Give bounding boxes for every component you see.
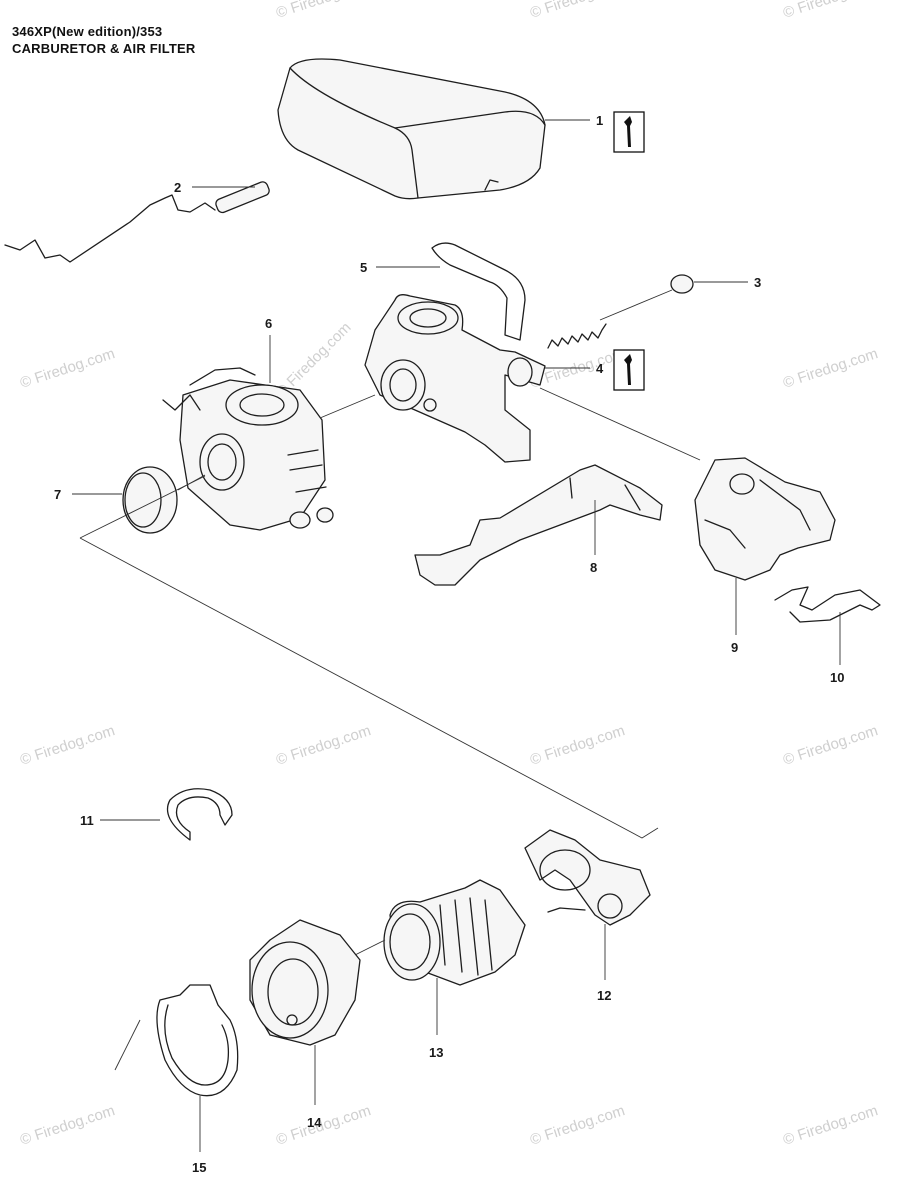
wrench-icon (624, 116, 632, 147)
watermark: © Firedog.com (781, 0, 880, 22)
watermark: © Firedog.com (274, 0, 373, 22)
watermark: © Firedog.com (274, 1102, 373, 1149)
choke-rod[interactable] (4, 180, 271, 263)
callout-4: 4 (596, 361, 604, 376)
watermark: © Firedog.com (781, 345, 880, 392)
adjusting-spring[interactable] (547, 323, 607, 349)
watermark: © Firedog.com (781, 722, 880, 769)
trigger-bracket[interactable] (694, 457, 836, 581)
connector-line (114, 1019, 141, 1071)
air-filter-cover[interactable] (277, 58, 546, 200)
watermark: © Firedog.com (528, 0, 627, 22)
connector-line (319, 394, 376, 419)
connector-line (539, 387, 701, 461)
watermark: © Firedog.com (18, 345, 117, 392)
carburetor-housing[interactable] (364, 294, 546, 463)
connector-line (354, 939, 386, 956)
watermark: © Firedog.com (528, 1102, 627, 1149)
connector-line (79, 537, 659, 839)
callout-12: 12 (597, 988, 611, 1003)
circlip[interactable] (166, 788, 233, 841)
intake-boot[interactable] (383, 879, 526, 986)
callout-3: 3 (754, 275, 761, 290)
callout-8: 8 (590, 560, 597, 575)
callout-1: 1 (596, 113, 603, 128)
service-tool-box-1[interactable] (613, 111, 645, 153)
callout-7: 7 (54, 487, 61, 502)
callout-10: 10 (830, 670, 844, 685)
spring-clip[interactable] (774, 586, 881, 623)
connector-line (79, 475, 206, 539)
callout-9: 9 (731, 640, 738, 655)
callout-13: 13 (429, 1045, 443, 1060)
band-clamp[interactable] (156, 984, 239, 1097)
wrench-icon (624, 354, 632, 385)
callout-15: 15 (192, 1160, 206, 1175)
callout-11: 11 (80, 813, 94, 828)
callout-labels: 1 2 3 4 5 6 7 8 9 10 11 12 13 14 15 (54, 113, 844, 1175)
watermark: © Firedog.com (528, 722, 627, 769)
watermark: © Firedog.com (781, 1102, 880, 1149)
gasket[interactable] (431, 242, 526, 341)
callout-14: 14 (307, 1115, 322, 1130)
adjusting-screw-nut[interactable] (599, 274, 694, 321)
watermark: © Firedog.com (18, 722, 117, 769)
callout-5: 5 (360, 260, 367, 275)
watermark: © Firedog.com (18, 1102, 117, 1149)
watermark: © Firedog.com (274, 722, 373, 769)
throttle-link[interactable] (414, 464, 663, 586)
hose-clamp[interactable] (524, 829, 651, 926)
intake-flange[interactable] (249, 919, 361, 1046)
service-tool-box-4[interactable] (613, 349, 645, 391)
model-title: 346XP(New edition)/353 (12, 24, 163, 39)
callout-2: 2 (174, 180, 181, 195)
carb-ring[interactable] (122, 466, 178, 534)
callout-6: 6 (265, 316, 272, 331)
carburetor[interactable] (162, 367, 334, 531)
section-title: CARBURETOR & AIR FILTER (12, 41, 196, 56)
